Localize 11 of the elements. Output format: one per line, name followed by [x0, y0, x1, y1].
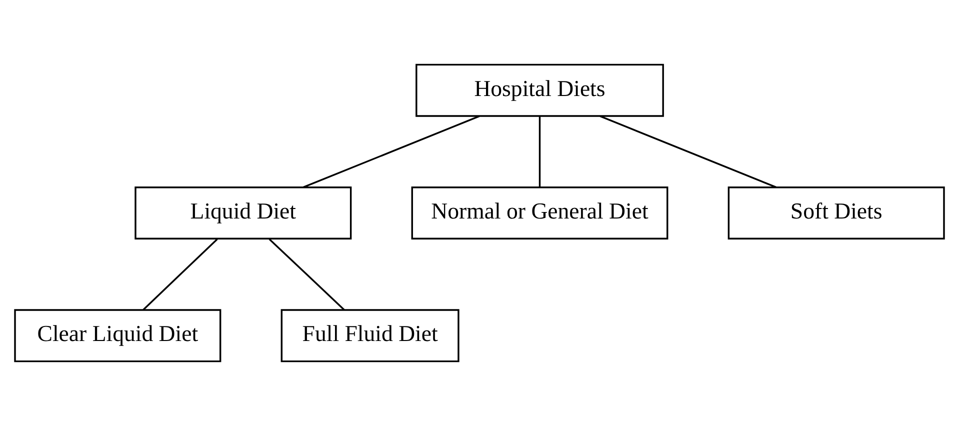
connector	[303, 114, 480, 188]
node-box: Hospital Diets	[416, 63, 664, 116]
node-box: Soft Diets	[728, 186, 945, 240]
connector	[268, 238, 345, 310]
node-box: Normal or General Diet	[411, 186, 668, 240]
connector	[142, 238, 218, 310]
connector	[600, 114, 776, 188]
node-box: Full Fluid Diet	[280, 308, 460, 362]
node-box: Clear Liquid Diet	[14, 308, 222, 362]
node-box: Liquid Diet	[134, 186, 352, 240]
connector	[538, 116, 541, 187]
